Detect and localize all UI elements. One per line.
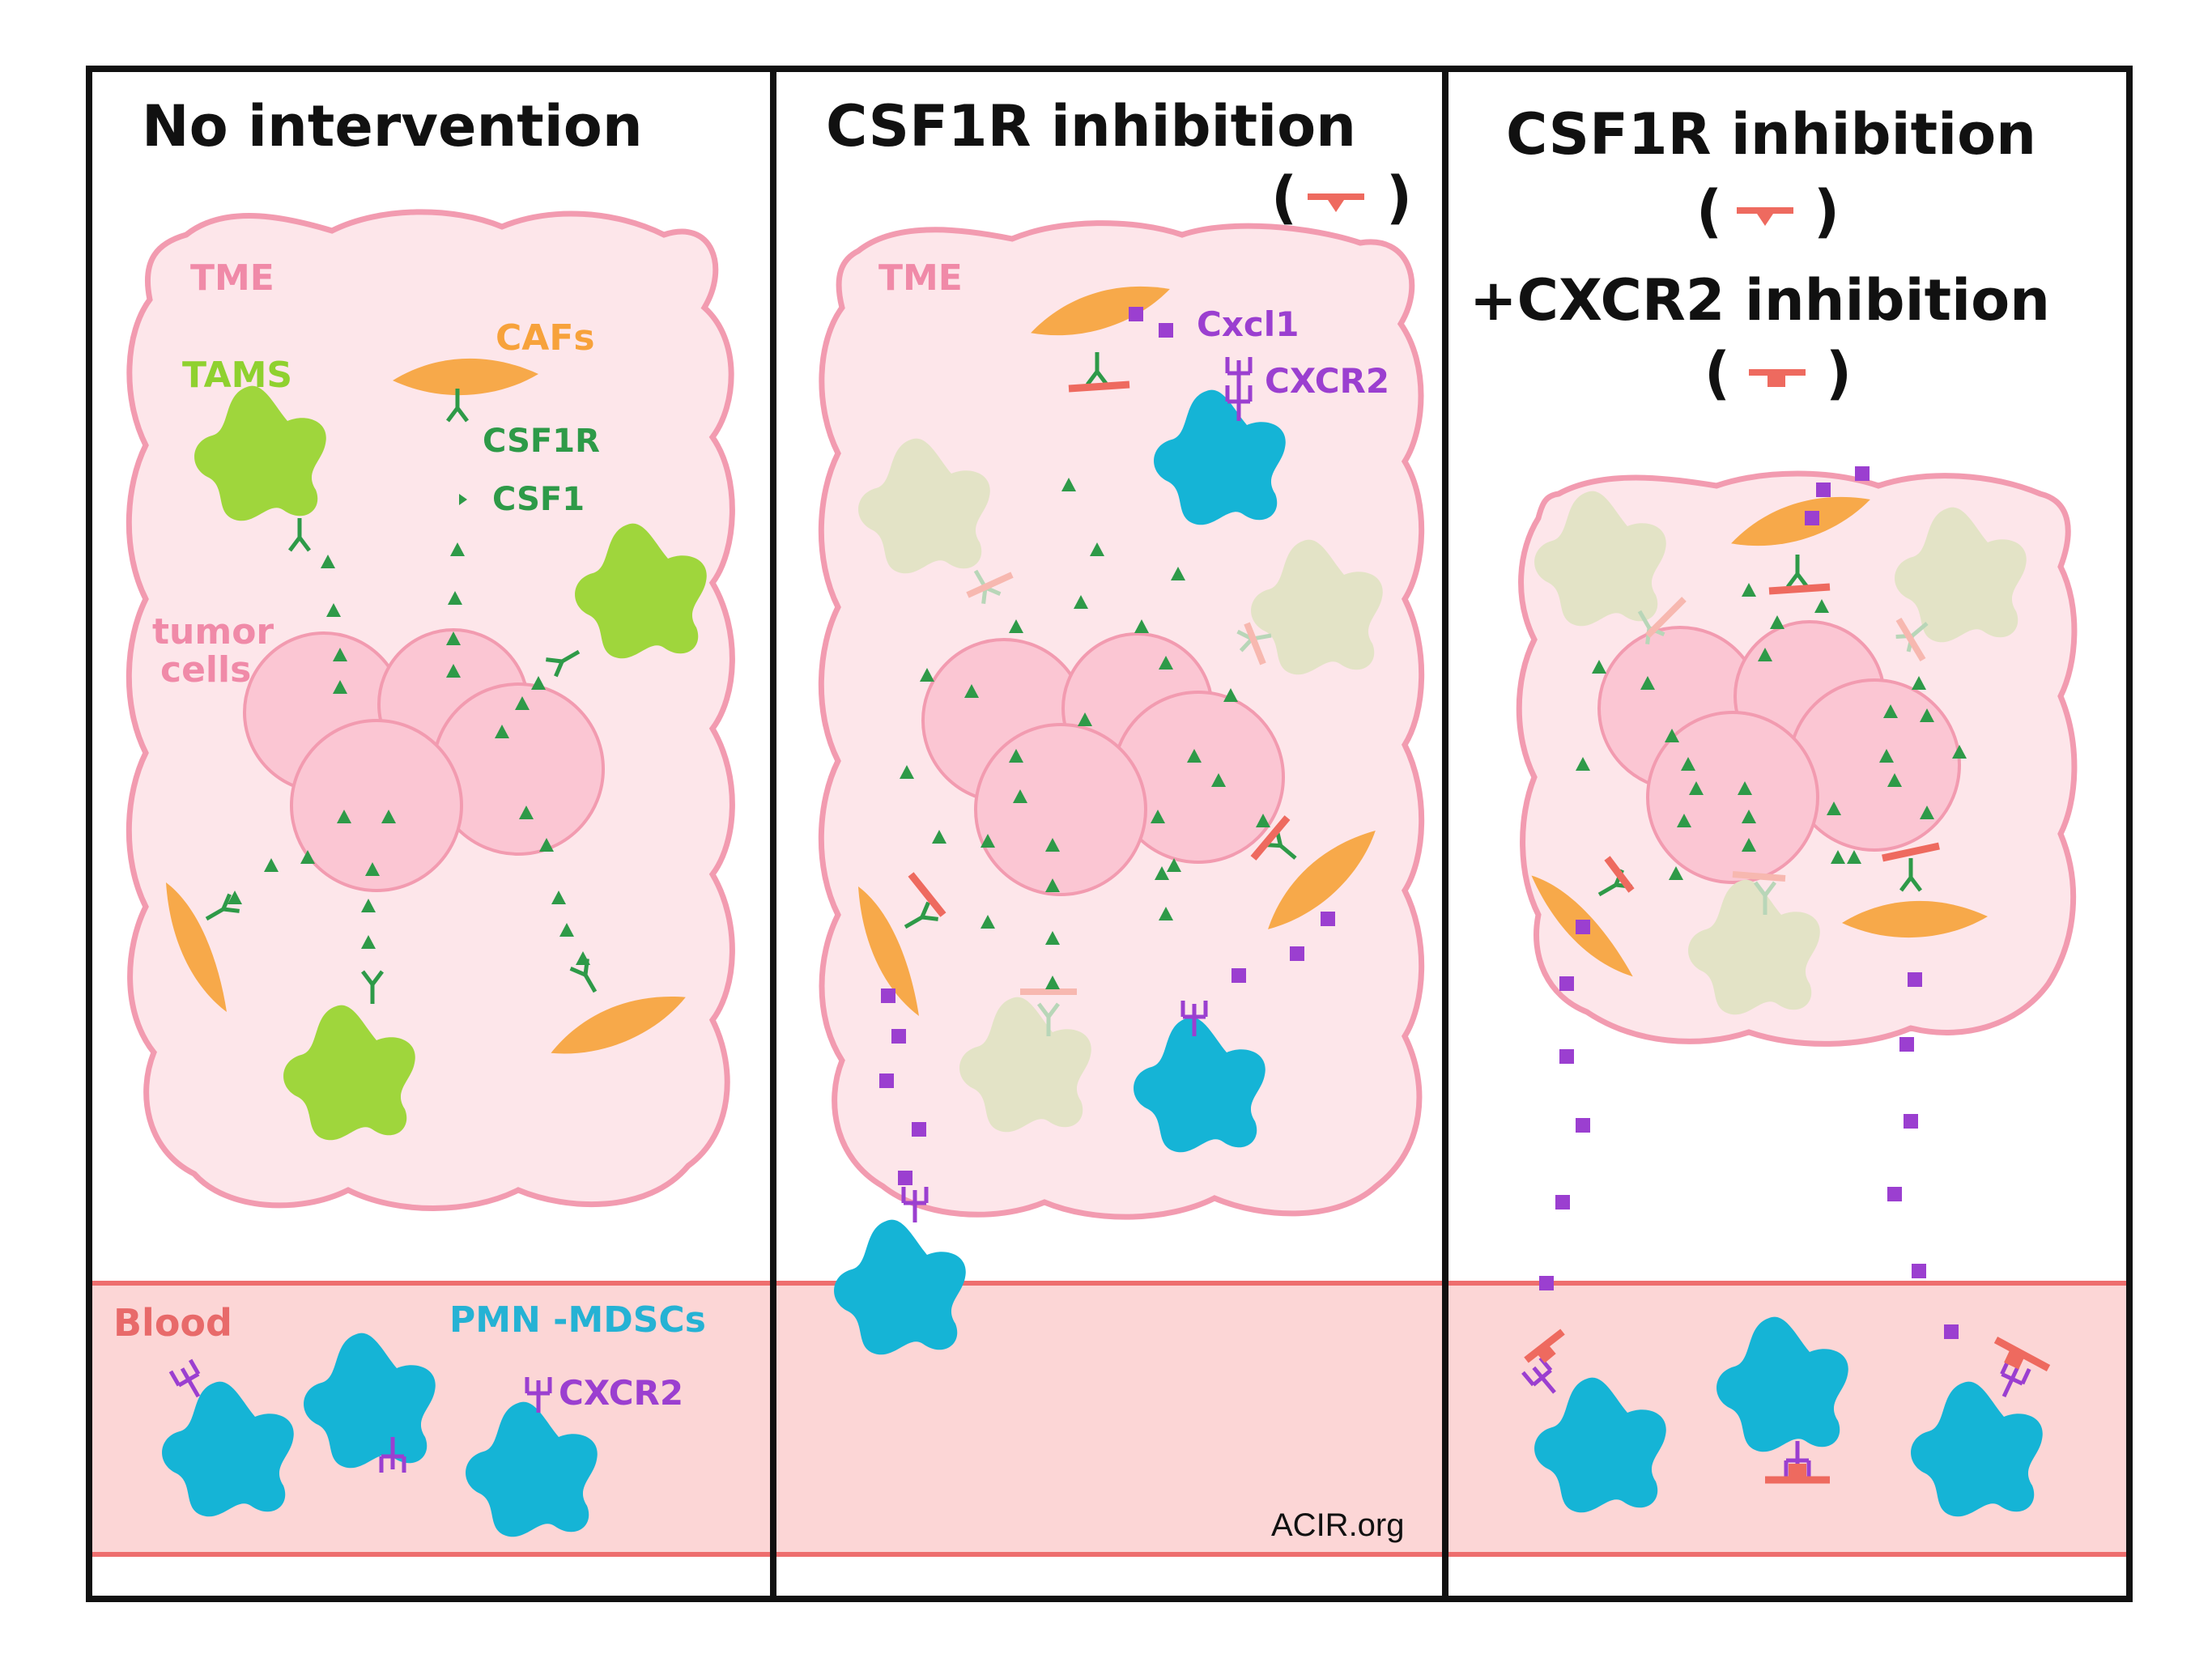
tme-label: TME [878,257,963,299]
panel-csf1r-cxcr2-inhibition: CSF1R inhibition ( ) +CXCR2 inhibition (… [1470,101,2078,1517]
panel-3-title: CSF1R inhibition [1506,101,2036,168]
inactive-tam-cell [1688,871,1820,1015]
caf-cell [1025,274,1176,393]
caf-cell [1842,842,1988,938]
panel-2-title: CSF1R inhibition [826,93,1356,159]
cxcr2-label: CXCR2 [559,1373,683,1413]
tumor-label-line1: tumor [152,611,274,653]
cafs-label: CAFs [496,317,595,359]
csf1-label: CSF1 [492,481,585,518]
caf-cell [1250,815,1389,941]
mdsc-cell [1911,1337,2051,1517]
cxcr2-label: CXCR2 [1265,361,1389,401]
panel-no-intervention: No intervention TME TAMS CAFs CSF1R CSF1… [113,93,735,1537]
inactive-tam-cell [1895,507,2027,662]
tumor-cells [243,628,605,892]
inactive-tam-cell [959,988,1091,1133]
acir-watermark: ACIR.org [1271,1507,1405,1543]
tumor-cells [1597,620,1961,884]
csf1r-inhibitor-legend: ( ) [1271,164,1412,231]
inactive-tam-cell [1534,491,1687,644]
csf1r-inhibitor-legend: ( ) [1696,178,1840,244]
svg-text:(: ( [1704,340,1730,406]
outer-frame [86,66,2133,1602]
svg-text:): ) [1814,178,1840,244]
svg-text:(: ( [1271,164,1297,231]
inactive-tam-cell [1238,539,1383,675]
inactive-tam-cell [858,438,1014,604]
blood-label: Blood [113,1301,232,1345]
cxcl1-label: Cxcl1 [1197,304,1299,344]
panel-csf1r-inhibition: CSF1R inhibition ( ) TME Cxcl1 CXCR2 [818,93,1425,1543]
caf-cell [858,872,946,1016]
svg-text:(: ( [1696,178,1722,244]
svg-text:): ) [1386,164,1412,231]
caf-cell [1531,854,1635,997]
mdsc-cell [1523,1329,1666,1513]
panel-1-title: No intervention [142,93,643,159]
cxcr2-inhibitor-legend: ( ) [1704,340,1852,406]
tams-label: TAMS [182,355,292,396]
panel-3-subtitle: +CXCR2 inhibition [1470,267,2050,334]
mdsc-cell [1716,1316,1848,1484]
svg-text:): ) [1826,340,1852,406]
tumor-label-line2: cells [160,649,251,691]
tme-label: TME [190,257,274,299]
csf1r-label: CSF1R [483,423,600,460]
csf1-legend-icon [459,494,467,505]
pmn-mdscs-label: PMN -MDSCs [449,1299,706,1341]
caf-cell [1725,484,1876,595]
